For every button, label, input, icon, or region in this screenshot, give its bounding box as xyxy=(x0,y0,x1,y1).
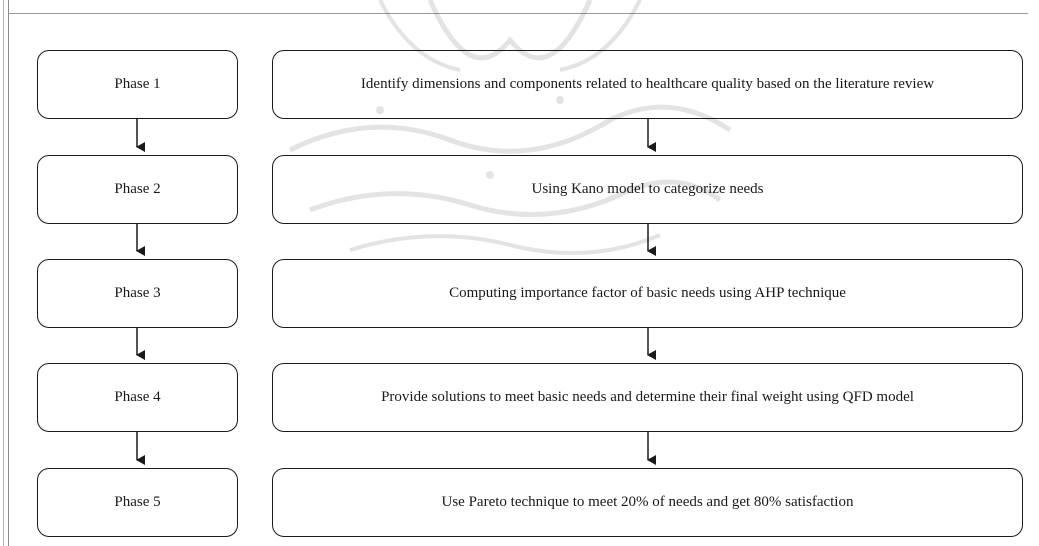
description-box-2: Using Kano model to categorize needs xyxy=(272,155,1023,224)
phase-label-4: Phase 4 xyxy=(114,389,161,405)
phase-box-3: Phase 3 xyxy=(37,259,238,328)
description-box-5: Use Pareto technique to meet 20% of need… xyxy=(272,468,1023,537)
phase-label-3: Phase 3 xyxy=(114,285,161,301)
frame-edge-top xyxy=(8,13,1028,14)
phase-box-4: Phase 4 xyxy=(37,363,238,432)
phase-label-5: Phase 5 xyxy=(114,494,161,510)
phase-box-1: Phase 1 xyxy=(37,50,238,119)
phase-label-1: Phase 1 xyxy=(114,76,161,92)
description-text-2: Using Kano model to categorize needs xyxy=(531,181,764,197)
frame-edge-outer xyxy=(3,0,4,546)
description-box-3: Computing importance factor of basic nee… xyxy=(272,259,1023,328)
phase-box-5: Phase 5 xyxy=(37,468,238,537)
frame-edge-left xyxy=(8,0,9,546)
phase-label-2: Phase 2 xyxy=(114,181,161,197)
description-text-5: Use Pareto technique to meet 20% of need… xyxy=(441,494,854,510)
description-box-1: Identify dimensions and components relat… xyxy=(272,50,1023,119)
description-text-3: Computing importance factor of basic nee… xyxy=(449,285,846,301)
description-text-1: Identify dimensions and components relat… xyxy=(360,76,935,92)
description-text-4: Provide solutions to meet basic needs an… xyxy=(381,389,914,405)
phase-box-2: Phase 2 xyxy=(37,155,238,224)
description-box-4: Provide solutions to meet basic needs an… xyxy=(272,363,1023,432)
